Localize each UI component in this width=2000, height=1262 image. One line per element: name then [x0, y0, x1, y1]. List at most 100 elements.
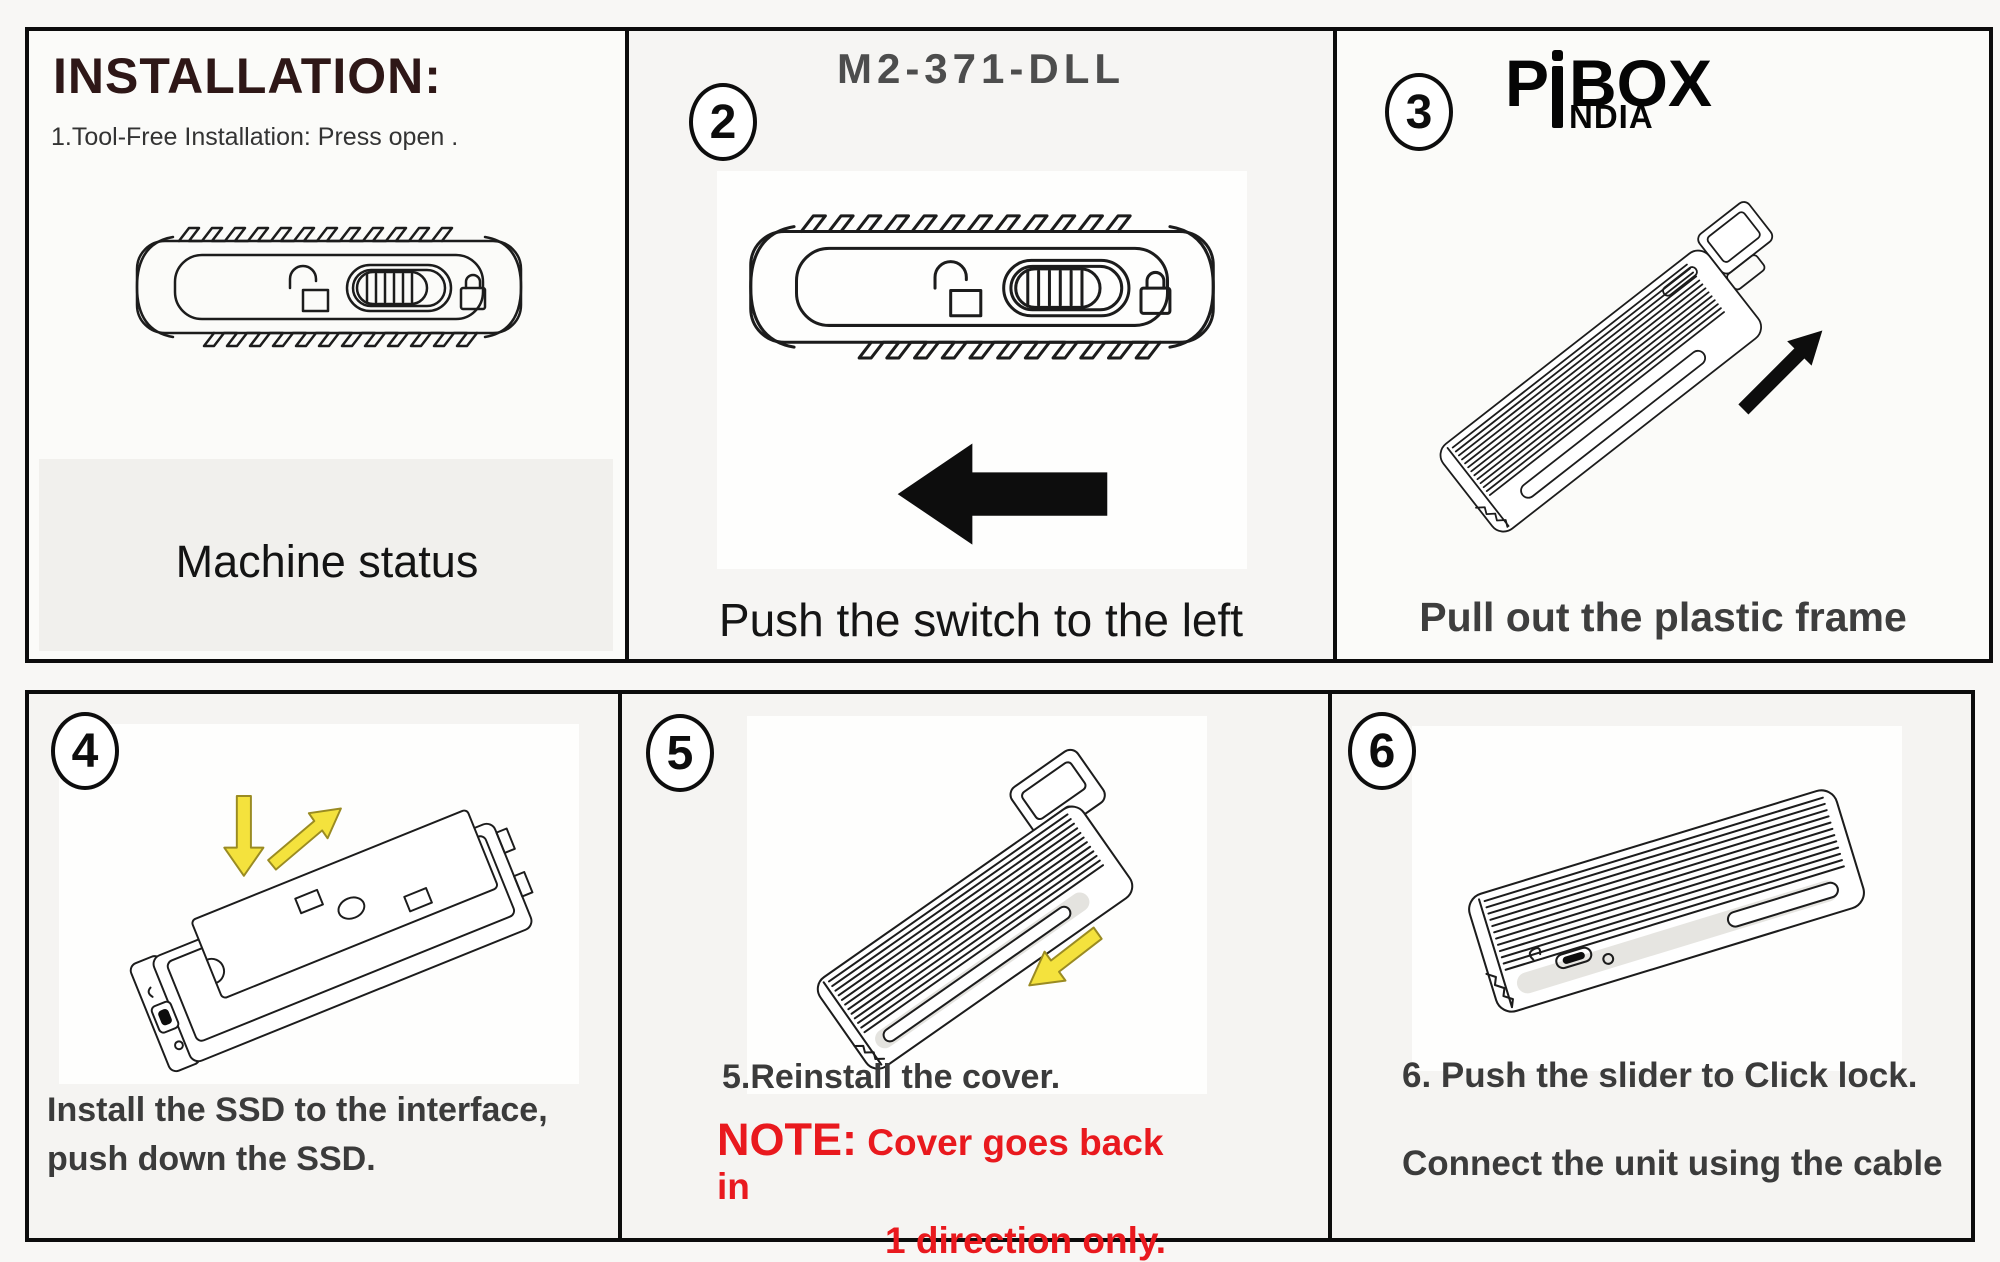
model-number-title: M2-371-DLL [836, 45, 1126, 92]
panel-step-1: INSTALLATION: 1.Tool-Free Installation: … [29, 31, 625, 659]
left-bumper [749, 225, 796, 349]
logo-box-text: BOX [1569, 46, 1713, 120]
usb-port [1562, 951, 1585, 964]
usb-port-outline [1555, 946, 1593, 970]
note-line-1: NOTE: Cover goes back in [717, 1114, 1187, 1208]
serrated-edge-bottom [202, 331, 479, 348]
logo-india-text: NDIA [1569, 98, 1654, 135]
pull-frame-drawing [1377, 151, 1837, 553]
arrow-left-icon [897, 443, 1108, 545]
slider-switch-mid [351, 268, 447, 308]
rib-lines [1451, 263, 1725, 496]
step-number: 5 [666, 726, 694, 780]
panel-step-4: 4 [29, 694, 618, 1238]
step-3-badge: 3 [1385, 73, 1453, 151]
unlock-icon-body [301, 288, 330, 313]
logo-i-dot [1552, 50, 1563, 61]
pibox-india-logo: P BOX NDIA [1505, 45, 1805, 160]
top-slot [1662, 266, 1698, 297]
reinstall-cover-drawing [747, 716, 1207, 1094]
panel-step-3: 3 P BOX NDIA [1333, 31, 1989, 659]
lock-icon-body [459, 286, 487, 311]
tray-cutout-3 [403, 887, 433, 913]
serrated-edge-top [799, 214, 1132, 233]
panel-step-6: 6 [1328, 694, 1971, 1238]
note-body: Cover goes back in [717, 1122, 1164, 1207]
note-label: NOTE: [717, 1114, 857, 1165]
end-serration [1485, 972, 1514, 1009]
step1-instruction-text: 1.Tool-Free Installation: Press open . [51, 123, 459, 151]
slider-switch-ribs [365, 272, 414, 304]
usb-port [158, 1009, 172, 1026]
install-ssd-caption: Install the SSD to the interface, push d… [47, 1086, 548, 1185]
reinstall-cover-caption: 5.Reinstall the cover. [722, 1058, 1061, 1096]
unlock-icon [933, 260, 968, 290]
enclosure-top-view-drawing [109, 191, 549, 391]
slider-switch-knob [355, 270, 429, 306]
side-slot [1726, 881, 1839, 928]
slider-switch-knob [1014, 267, 1102, 309]
note-text: NOTE: Cover goes back in 1 direction onl… [717, 1114, 1187, 1262]
rib-lines [1483, 796, 1845, 971]
slider-switch-ribs [1026, 269, 1084, 307]
enclosure-top-view-svg [135, 226, 523, 348]
side-slot [882, 905, 1072, 1043]
serrated-edge-bottom [857, 340, 1162, 360]
pull-frame-svg [1439, 201, 1823, 533]
end-cap-hole [174, 1040, 184, 1051]
assembled-unit-drawing [1412, 726, 1902, 1071]
step-number: 6 [1368, 724, 1396, 778]
end-hole [1602, 952, 1615, 965]
step-number: 2 [709, 95, 737, 149]
lock-icon-body [1139, 286, 1172, 315]
installation-title: INSTALLATION: [53, 48, 442, 104]
step-2-badge: 2 [689, 83, 757, 161]
caption-band [39, 459, 613, 651]
install-ssd-svg [129, 795, 534, 1073]
lock-icon [464, 273, 482, 290]
instruction-row-top: INSTALLATION: 1.Tool-Free Installation: … [25, 27, 1993, 663]
serrated-edge-top [177, 226, 454, 243]
unlock-mark [1528, 947, 1542, 961]
arrow-up-right-icon [1738, 330, 1823, 415]
arrow-down-left-yellow-icon [1028, 926, 1103, 987]
right-bumper [1168, 225, 1215, 349]
logo-letter-p: P [1505, 46, 1550, 120]
enclosure-switch-drawing [717, 171, 1247, 569]
install-ssd-drawing [59, 724, 579, 1084]
slider-switch-outer [345, 263, 453, 313]
enclosure-switch-svg [749, 214, 1215, 545]
unlock-icon [288, 264, 318, 290]
panel-step-5: 5 [618, 694, 1328, 1261]
right-bumper [483, 235, 523, 339]
end-serration [1475, 506, 1509, 528]
machine-status-caption: Machine status [175, 536, 479, 587]
instruction-row-bottom: 4 [25, 690, 1975, 1261]
step-number: 4 [71, 724, 99, 778]
rib-lines [827, 813, 1105, 1034]
connect-cable-caption: Connect the unit using the cable [1402, 1144, 1943, 1183]
enclosure-body [1439, 249, 1762, 533]
slider-switch-mid [1009, 264, 1124, 312]
end-cap-mark [147, 986, 154, 998]
step-4-badge: 4 [51, 712, 119, 790]
arrow-up-right-yellow-icon [267, 807, 342, 871]
tray-cutout-2 [337, 896, 366, 920]
reinstall-cover-svg [816, 748, 1134, 1070]
logo-i-stem [1552, 66, 1563, 128]
step-number: 3 [1405, 85, 1433, 139]
caption-line-2: push down the SSD. [47, 1140, 376, 1179]
end-serration [853, 1044, 886, 1060]
arrow-down-icon [223, 795, 265, 877]
tray-cutout-1 [294, 888, 324, 915]
push-switch-caption: Push the switch to the left [718, 594, 1244, 646]
left-bumper [135, 235, 175, 339]
unlock-icon-body [949, 288, 983, 318]
step-6-badge: 6 [1348, 712, 1416, 790]
pull-frame-caption: Pull out the plastic frame [1419, 594, 1907, 640]
side-slot [1520, 349, 1707, 499]
panel-step-2: 2 M2-371-DLL [625, 31, 1333, 659]
slider-switch-outer [1002, 258, 1131, 318]
step-5-badge: 5 [646, 714, 714, 792]
note-line-2: 1 direction only. [885, 1220, 1166, 1261]
